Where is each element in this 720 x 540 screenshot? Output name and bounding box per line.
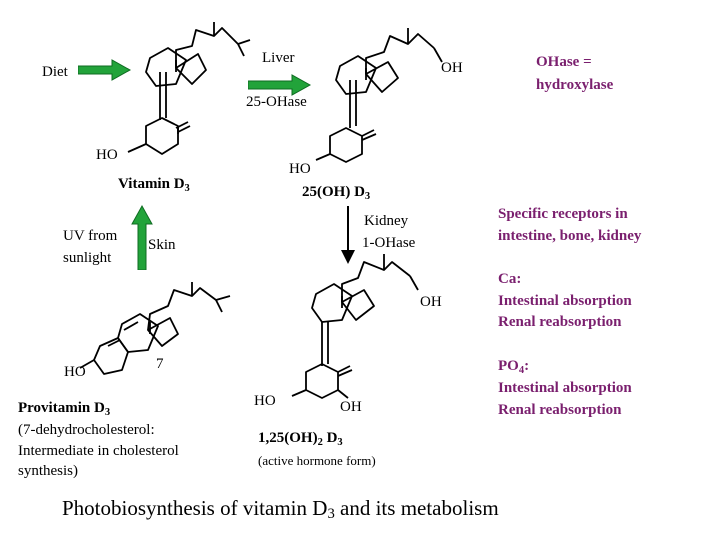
active-form-caption: (active hormone form) <box>258 453 376 468</box>
calcitriol-caption: 1,25(OH)2 D3 <box>258 430 343 448</box>
ho-calcitriol: HO <box>254 393 276 409</box>
uv-arrow <box>131 204 153 270</box>
provitamin-caption-line1: Provitamin D3 <box>18 400 111 418</box>
oh-middle-label: OH <box>420 294 442 310</box>
liver-label: Liver <box>262 50 295 66</box>
25oh-d3-structure <box>315 28 443 163</box>
ho-vitamin-d3: HO <box>96 147 118 163</box>
vitamin-d3-caption: Vitamin D3 <box>118 176 190 194</box>
kidney-arrow <box>341 206 355 264</box>
25-ohase-label: 25-OHase <box>246 94 307 110</box>
oh-top-label: OH <box>441 60 463 76</box>
ca-line3: Renal reabsorption <box>498 314 622 330</box>
kidney-label-line1: Kidney <box>364 213 409 229</box>
ho-25oh-d3: HO <box>289 161 311 177</box>
uv-label-line1: UV from <box>63 228 118 244</box>
receptors-line1: Specific receptors in <box>498 206 628 222</box>
po4-line1: PO4: <box>498 358 530 376</box>
liver-arrow <box>248 74 312 96</box>
skin-label: Skin <box>148 237 176 253</box>
ho-provitamin: HO <box>64 364 86 380</box>
carbon-7-label: 7 <box>156 356 164 372</box>
diet-arrow <box>78 59 132 81</box>
kidney-label-line2: 1-OHase <box>362 235 416 251</box>
ohase-definition-line1: OHase = <box>536 54 592 70</box>
receptors-line2: intestine, bone, kidney <box>498 228 642 244</box>
provitamin-caption-line3: Intermediate in cholesterol <box>18 443 179 459</box>
figure-title: Photobiosynthesis of vitamin D3 and its … <box>62 496 499 522</box>
ca-line2: Intestinal absorption <box>498 293 632 309</box>
provitamin-caption-line2: (7-dehydrocholesterol: <box>18 422 155 438</box>
po4-line2: Intestinal absorption <box>498 380 632 396</box>
oh-calcitriol: OH <box>340 399 362 415</box>
calcitriol-structure <box>291 254 419 399</box>
ohase-definition-line2: hydroxylase <box>536 77 614 93</box>
ca-line1: Ca: <box>498 271 522 287</box>
25oh-d3-caption: 25(OH) D3 <box>302 184 371 202</box>
vitamin-d3-structure <box>127 22 251 155</box>
provitamin-d3-structure <box>79 282 231 375</box>
po4-line3: Renal reabsorption <box>498 402 622 418</box>
uv-label-line2: sunlight <box>63 250 112 266</box>
provitamin-caption-line4: synthesis) <box>18 463 78 479</box>
diet-label: Diet <box>42 64 68 80</box>
